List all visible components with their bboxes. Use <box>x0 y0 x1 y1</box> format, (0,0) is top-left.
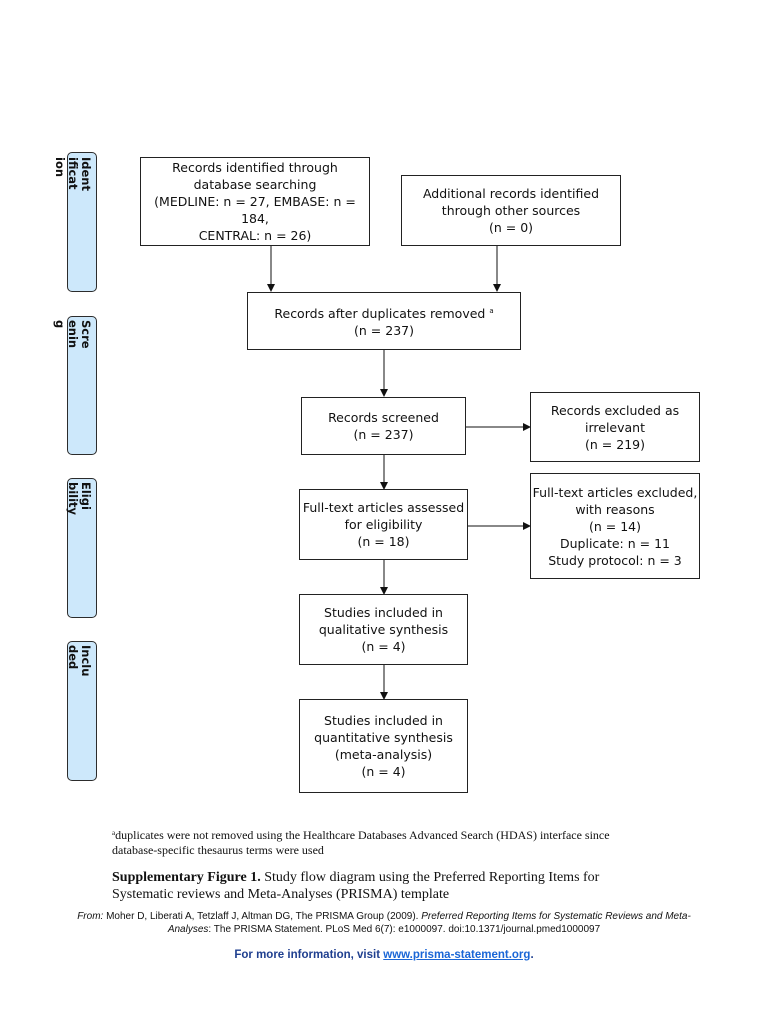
citation-authors: Moher D, Liberati A, Tetzlaff J, Altman … <box>103 911 422 922</box>
box-line: (n = 219) <box>585 436 645 452</box>
box-line: (n = 237) <box>354 323 414 339</box>
box-line: irrelevant <box>585 419 645 435</box>
box-fulltext-excluded: Full-text articles excluded, with reason… <box>530 473 700 579</box>
more-info-prefix: For more information, visit <box>234 949 384 961</box>
box-records-screened: Records screened (n = 237) <box>301 397 466 455</box>
caption-label: Supplementary Figure 1. <box>112 870 261 885</box>
box-line: Duplicate: n = 11 <box>560 535 670 551</box>
box-line: Records excluded as <box>550 402 680 418</box>
box-line: Additional records identified <box>422 186 600 201</box>
citation-rest: : The PRISMA Statement. PLoS Med 6(7): e… <box>208 924 601 935</box>
box-other-sources: Additional records identified through ot… <box>401 175 621 246</box>
box-quantitative-synthesis: Studies included in quantitative synthes… <box>299 699 468 793</box>
more-info: For more information, visit www.prisma-s… <box>0 949 768 961</box>
box-database-search: Records identified through database sear… <box>140 157 370 246</box>
box-line: (n = 4) <box>361 764 406 779</box>
box-duplicates-removed: Records after duplicates removed a (n = … <box>247 292 521 350</box>
box-line: with reasons <box>575 501 655 517</box>
box-line: Studies included in <box>324 605 443 620</box>
stage-bar-identification <box>67 152 97 292</box>
box-line: (MEDLINE: n = 27, EMBASE: n = 184, <box>154 194 356 226</box>
box-qualitative-synthesis: Studies included in qualitative synthesi… <box>299 594 468 665</box>
citation-title: Preferred Reporting Items for Systematic… <box>167 911 691 935</box>
box-line: (n = 18) <box>357 534 410 549</box>
citation-from: From: <box>77 911 104 922</box>
box-line: through other sources <box>441 203 581 218</box>
caption-text: Study flow diagram using the Preferred R… <box>112 870 600 902</box>
box-line: qualitative synthesis <box>318 622 449 637</box>
box-line: Full-text articles assessed <box>302 500 465 515</box>
box-line: Records after duplicates removed a <box>274 303 493 322</box>
box-line: for eligibility <box>344 517 423 532</box>
source-citation: From: Moher D, Liberati A, Tetzlaff J, A… <box>64 910 704 936</box>
prisma-link[interactable]: www.prisma-statement.org <box>383 949 531 961</box>
footnote-mark: a <box>112 829 116 837</box>
box-line: CENTRAL: n = 26) <box>198 228 312 243</box>
more-info-suffix: . <box>530 949 534 961</box>
box-line: (n = 4) <box>361 639 406 654</box>
stage-bar-screening <box>67 316 97 455</box>
box-line: (meta-analysis) <box>334 747 433 762</box>
box-line: Records identified through database sear… <box>172 160 338 192</box>
box-fulltext-assessed: Full-text articles assessed for eligibil… <box>299 489 468 560</box>
footnote-text: duplicates were not removed using the He… <box>112 828 610 857</box>
box-line: Full-text articles excluded, <box>532 484 698 500</box>
box-line: quantitative synthesis <box>314 730 453 745</box>
box-line: (n = 0) <box>488 220 534 235</box>
footnote: aduplicates were not removed using the H… <box>112 826 652 858</box>
stage-bar-eligibility <box>67 478 97 618</box>
box-line-text: Records after duplicates removed <box>274 306 486 322</box>
stage-bar-included <box>67 641 97 781</box>
box-line: (n = 237) <box>353 427 414 442</box>
box-line: (n = 14) <box>588 518 641 534</box>
box-line: Records screened <box>328 410 439 425</box>
box-line: Studies included in <box>324 713 443 728</box>
box-line: Study protocol: n = 3 <box>548 552 682 568</box>
box-records-excluded: Records excluded as irrelevant (n = 219) <box>530 392 700 462</box>
footnote-marker: a <box>489 306 494 315</box>
figure-caption: Supplementary Figure 1. Study flow diagr… <box>112 869 632 903</box>
